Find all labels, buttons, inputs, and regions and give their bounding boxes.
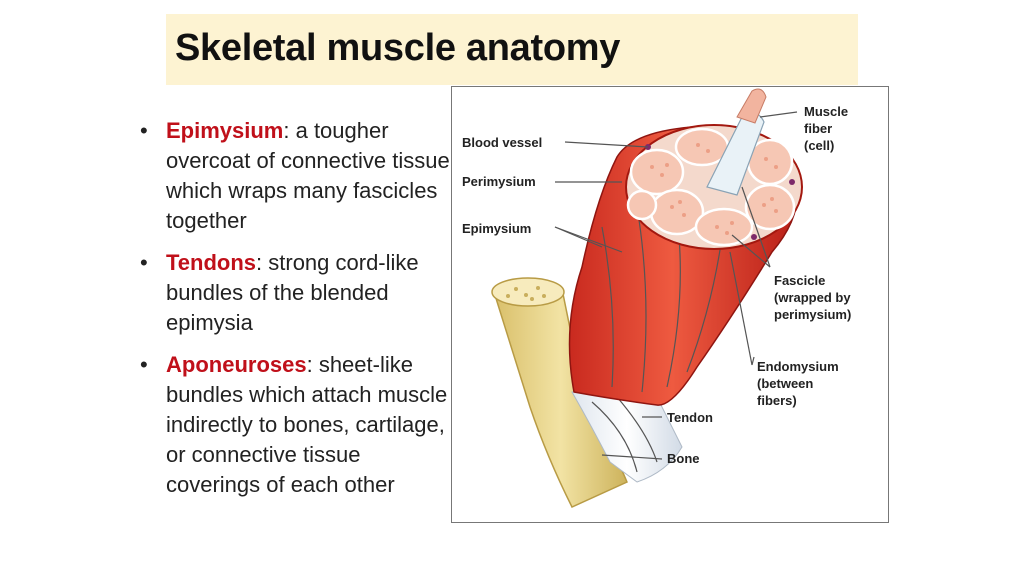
leader-lines bbox=[554, 111, 798, 460]
label-fascicle-1: Fascicle bbox=[774, 273, 825, 288]
muscle-anatomy-diagram: Blood vessel Perimysium Epimysium Muscle… bbox=[451, 86, 889, 523]
muscle-anatomy-illustration: Blood vessel Perimysium Epimysium Muscle… bbox=[462, 88, 851, 508]
label-fascicle-3: perimysium) bbox=[774, 307, 851, 322]
label-blood-vessel: Blood vessel bbox=[462, 135, 542, 150]
label-endomysium-3: fibers) bbox=[757, 393, 797, 408]
slide-title: Skeletal muscle anatomy bbox=[175, 27, 621, 69]
label-tendon: Tendon bbox=[667, 410, 713, 425]
label-muscle-fiber-2: fiber bbox=[804, 121, 832, 136]
label-perimysium: Perimysium bbox=[462, 174, 536, 189]
bullet-term: Tendons bbox=[166, 250, 257, 275]
label-bone: Bone bbox=[667, 451, 700, 466]
bullet-dot: • bbox=[140, 250, 148, 275]
bone-shape bbox=[491, 277, 628, 508]
muscle-cross-section bbox=[625, 88, 803, 250]
bullet-dot: • bbox=[140, 352, 148, 377]
bullet-list: • Epimysium: a tougher overcoat of conne… bbox=[140, 116, 450, 512]
label-endomysium-1: Endomysium bbox=[757, 359, 839, 374]
slide-title-bar: Skeletal muscle anatomy bbox=[166, 14, 858, 85]
bullet-item-aponeuroses: • Aponeuroses: sheet-like bundles which … bbox=[140, 350, 450, 500]
bullet-text: : strong cord-like bundles of the blende… bbox=[166, 250, 419, 335]
bullet-term: Aponeuroses bbox=[166, 352, 307, 377]
bullet-text: : sheet-like bundles which attach muscle… bbox=[166, 352, 448, 497]
bullet-text: : a tougher overcoat of connective tissu… bbox=[166, 118, 450, 233]
label-endomysium-2: (between bbox=[757, 376, 813, 391]
bullet-item-tendons: • Tendons: strong cord-like bundles of t… bbox=[140, 248, 450, 338]
label-muscle-fiber-3: (cell) bbox=[804, 138, 834, 153]
bullet-dot: • bbox=[140, 118, 148, 143]
bullet-term: Epimysium bbox=[166, 118, 284, 143]
label-epimysium: Epimysium bbox=[462, 221, 531, 236]
label-muscle-fiber-1: Muscle bbox=[804, 104, 848, 119]
label-fascicle-2: (wrapped by bbox=[774, 290, 851, 305]
bullet-item-epimysium: • Epimysium: a tougher overcoat of conne… bbox=[140, 116, 450, 236]
